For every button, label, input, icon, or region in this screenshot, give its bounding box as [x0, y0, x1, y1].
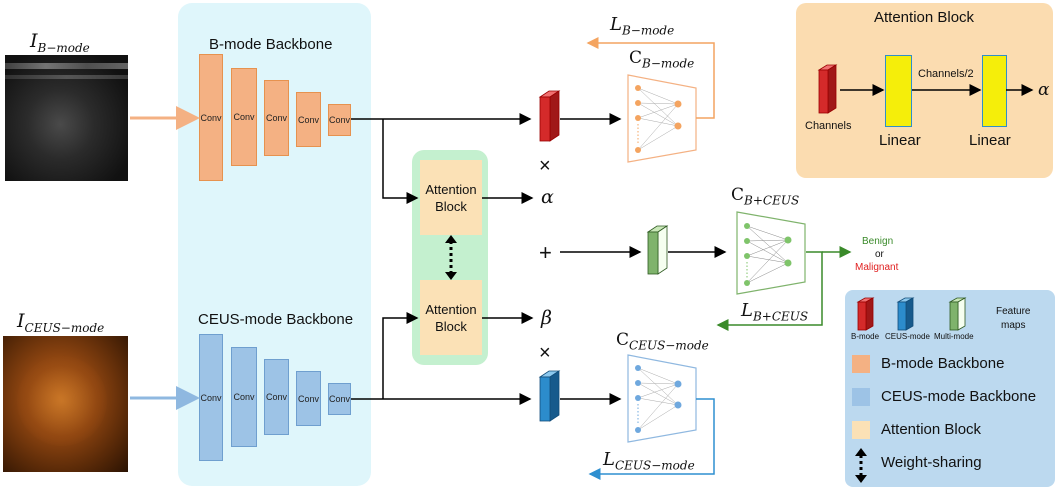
output-or: or [875, 249, 884, 260]
ceus-input-label: ICEUS−mode [17, 310, 105, 335]
legend-feature-maps-line1: Feature [996, 306, 1031, 317]
classifier-bmode-label: CB−mode [629, 48, 695, 71]
bmode-backbone-title: B-mode Backbone [209, 36, 333, 53]
multi-feature-cuboid [646, 225, 669, 275]
times-symbol-top: × [539, 155, 551, 177]
legend-attention-block-swatch [852, 421, 870, 439]
classifier-fused-net [736, 211, 806, 295]
legend-multi-feat-label: Multi-mode [934, 332, 974, 341]
loss-fused-arrow [716, 251, 823, 331]
bmode-conv-3: Conv [264, 80, 289, 156]
ceus-feature-cuboid [538, 370, 561, 422]
output-malignant: Malignant [855, 262, 899, 273]
bmode-conv-2: Conv [231, 68, 257, 166]
attention-detail-linear-2 [982, 55, 1007, 127]
ceus-conv-2: Conv [231, 347, 257, 447]
classifier-ceus-label: CCEUS−mode [616, 330, 709, 353]
output-benign: Benign [862, 236, 894, 247]
legend-weight-sharing-arrow [855, 448, 867, 483]
ceus-conv-4: Conv [296, 371, 321, 426]
ceus-to-attention-arrow [382, 312, 419, 399]
attention-detail-linear-1-label: Linear [879, 132, 921, 149]
bmode-feature-cuboid [538, 90, 561, 142]
loss-fused-label: LB+CEUS [741, 300, 809, 324]
ceus-conv-5: Conv [328, 383, 351, 415]
bmode-conv-4: Conv [296, 92, 321, 147]
attention-detail-alpha: α [1038, 80, 1050, 100]
bmode-ultrasound-image [5, 55, 128, 181]
bmode-conv-1: Conv [199, 54, 223, 181]
classifier-fused-label: CB+CEUS [731, 185, 800, 208]
classifier-ceus-net [627, 354, 697, 443]
legend-bmode-backbone-swatch [852, 355, 870, 373]
attention-detail-channels-half: Channels/2 [918, 68, 974, 80]
beta-symbol: β [541, 307, 552, 329]
legend-ceus-feat-label: CEUS-mode [885, 332, 930, 341]
ceus-backbone-title: CEUS-mode Backbone [198, 311, 354, 328]
bmode-conv-5: Conv [328, 104, 351, 136]
legend-feature-maps-line2: maps [1001, 320, 1026, 331]
attention-detail-title: Attention Block [874, 9, 975, 26]
legend-weight-sharing-label: Weight-sharing [881, 454, 982, 471]
ceus-conv-3: Conv [264, 359, 289, 435]
ceus-conv-1: Conv [199, 334, 223, 461]
legend-ceus-backbone-label: CEUS-mode Backbone [881, 388, 1037, 405]
attention-detail-linear-2-label: Linear [969, 132, 1011, 149]
attention-detail-channels: Channels [805, 120, 852, 132]
classifier-bmode-net [627, 74, 697, 163]
legend-ceus-backbone-swatch [852, 388, 870, 406]
legend-multi-cuboid [948, 297, 967, 331]
legend-ceus-cuboid [896, 297, 915, 331]
plus-symbol: + [539, 240, 552, 265]
alpha-symbol: α [541, 186, 554, 208]
detail-channels-cuboid [817, 64, 838, 114]
times-symbol-bottom: × [539, 342, 551, 364]
loss-ceus-label: LCEUS−mode [603, 449, 695, 473]
attention-detail-linear-1 [885, 55, 912, 127]
loss-ceus-arrow [588, 398, 715, 480]
legend-bmode-cuboid [856, 297, 875, 331]
legend-attention-block-label: Attention Block [881, 421, 982, 438]
loss-bmode-arrow [586, 37, 715, 119]
loss-bmode-label: LB−mode [610, 14, 675, 38]
bmode-to-attention-arrow [382, 119, 419, 204]
legend-bmode-backbone-label: B-mode Backbone [881, 355, 1005, 372]
legend-bmode-feat-label: B-mode [851, 332, 880, 341]
ceus-ultrasound-image [3, 336, 128, 472]
bmode-input-label: IB−mode [30, 30, 90, 55]
